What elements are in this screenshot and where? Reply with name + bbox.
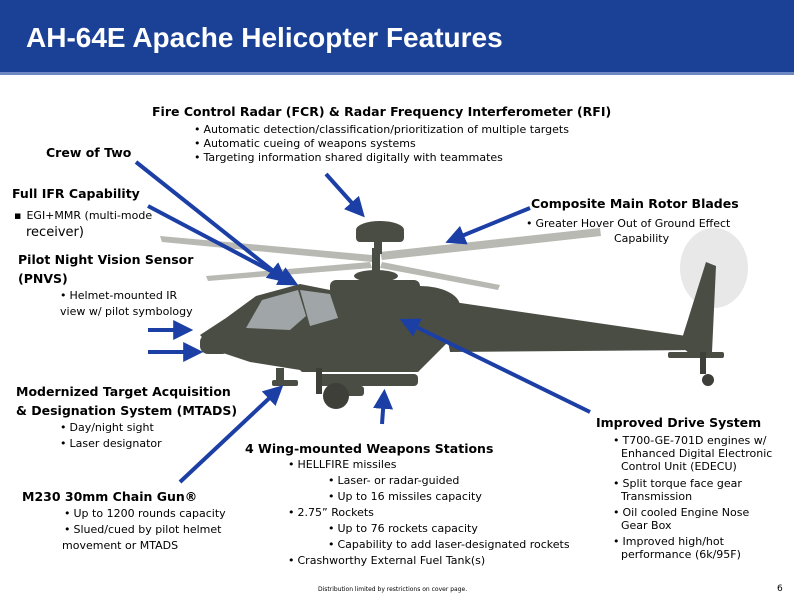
fcr-bullet-2: Automatic cueing of weapons systems: [194, 137, 416, 151]
callout-arrows: [134, 160, 591, 484]
rotor-heading: Composite Main Rotor Blades: [531, 196, 739, 211]
title-underline: [0, 72, 794, 75]
weapons-hellfire-sub-2: Up to 16 missiles capacity: [328, 489, 482, 505]
ifr-bullet: EGI+MMR (multi-mode: [14, 208, 152, 224]
drive-item-3: Oil cooled Engine Nose: [613, 506, 750, 519]
fcr-bullet-1: Automatic detection/classification/prior…: [194, 123, 569, 137]
ifr-bullet-cont: receiver): [26, 225, 84, 240]
ifr-heading: Full IFR Capability: [12, 186, 140, 201]
fcr-bullet-3: Targeting information shared digitally w…: [194, 151, 503, 165]
weapons-fuel: Crashworthy External Fuel Tank(s): [288, 553, 486, 569]
drive-item-3-line-2: Gear Box: [621, 519, 672, 532]
drive-item-2: Split torque face gear: [613, 477, 742, 490]
drive-item-1-line-2: Enhanced Digital Electronic: [621, 447, 773, 460]
weapons-pod-icon: [318, 374, 418, 386]
gun-bullet-2: Slued/cued by pilot helmet: [64, 522, 222, 538]
drive-heading: Improved Drive System: [596, 415, 762, 430]
rotor-bullet-cont: Capability: [614, 232, 670, 245]
gun-bullet-1: Up to 1200 rounds capacity: [64, 506, 226, 522]
slide-title: AH-64E Apache Helicopter Features: [26, 22, 503, 53]
gun-bullet-cont: movement or MTADS: [62, 539, 179, 552]
main-wheel-icon: [323, 383, 349, 409]
crew-heading: Crew of Two: [46, 145, 132, 160]
mtads-heading-2: & Designation System (MTADS): [16, 403, 238, 418]
drive-item-1: T700-GE-701D engines w/: [613, 434, 767, 447]
weapons-rockets-sub-2: Capability to add laser-designated rocke…: [328, 537, 570, 553]
weapons-rockets: 2.75” Rockets: [288, 505, 374, 521]
nose-sensor-icon: [200, 334, 230, 354]
drive-item-1-line-3: Control Unit (EDECU): [621, 460, 737, 473]
pnvs-bullet: Helmet-mounted IR: [60, 288, 178, 304]
gun-heading: M230 30mm Chain Gun®: [22, 489, 198, 504]
title-bar: [0, 0, 794, 72]
drive-item-4-line-2: performance (6k/95F): [621, 548, 741, 561]
drive-item-2-line-2: Transmission: [621, 490, 693, 503]
drive-item-4: Improved high/hot: [613, 535, 724, 548]
weapons-rockets-sub-1: Up to 76 rockets capacity: [328, 521, 478, 537]
weapons-hellfire-sub-1: Laser- or radar-guided: [328, 473, 460, 489]
mtads-heading-1: Modernized Target Acquisition: [16, 384, 231, 399]
canopy-icon: [246, 290, 338, 330]
mtads-bullet-2: Laser designator: [60, 436, 162, 452]
distribution-note: Distribution limited by restrictions on …: [318, 586, 468, 593]
mtads-bullet-1: Day/night sight: [60, 420, 154, 436]
weapons-hellfire: HELLFIRE missiles: [288, 457, 397, 473]
rotor-bullet: Greater Hover Out of Ground Effect: [526, 216, 731, 232]
page-number: 6: [777, 584, 783, 594]
pnvs-heading-1: Pilot Night Vision Sensor: [18, 252, 194, 267]
pnvs-heading-2: (PNVS): [18, 271, 68, 286]
fcr-heading: Fire Control Radar (FCR) & Radar Frequen…: [152, 104, 612, 119]
pnvs-bullet-cont: view w/ pilot symbology: [60, 305, 193, 318]
weapons-heading: 4 Wing-mounted Weapons Stations: [245, 441, 494, 456]
chain-gun-icon: [272, 380, 298, 386]
